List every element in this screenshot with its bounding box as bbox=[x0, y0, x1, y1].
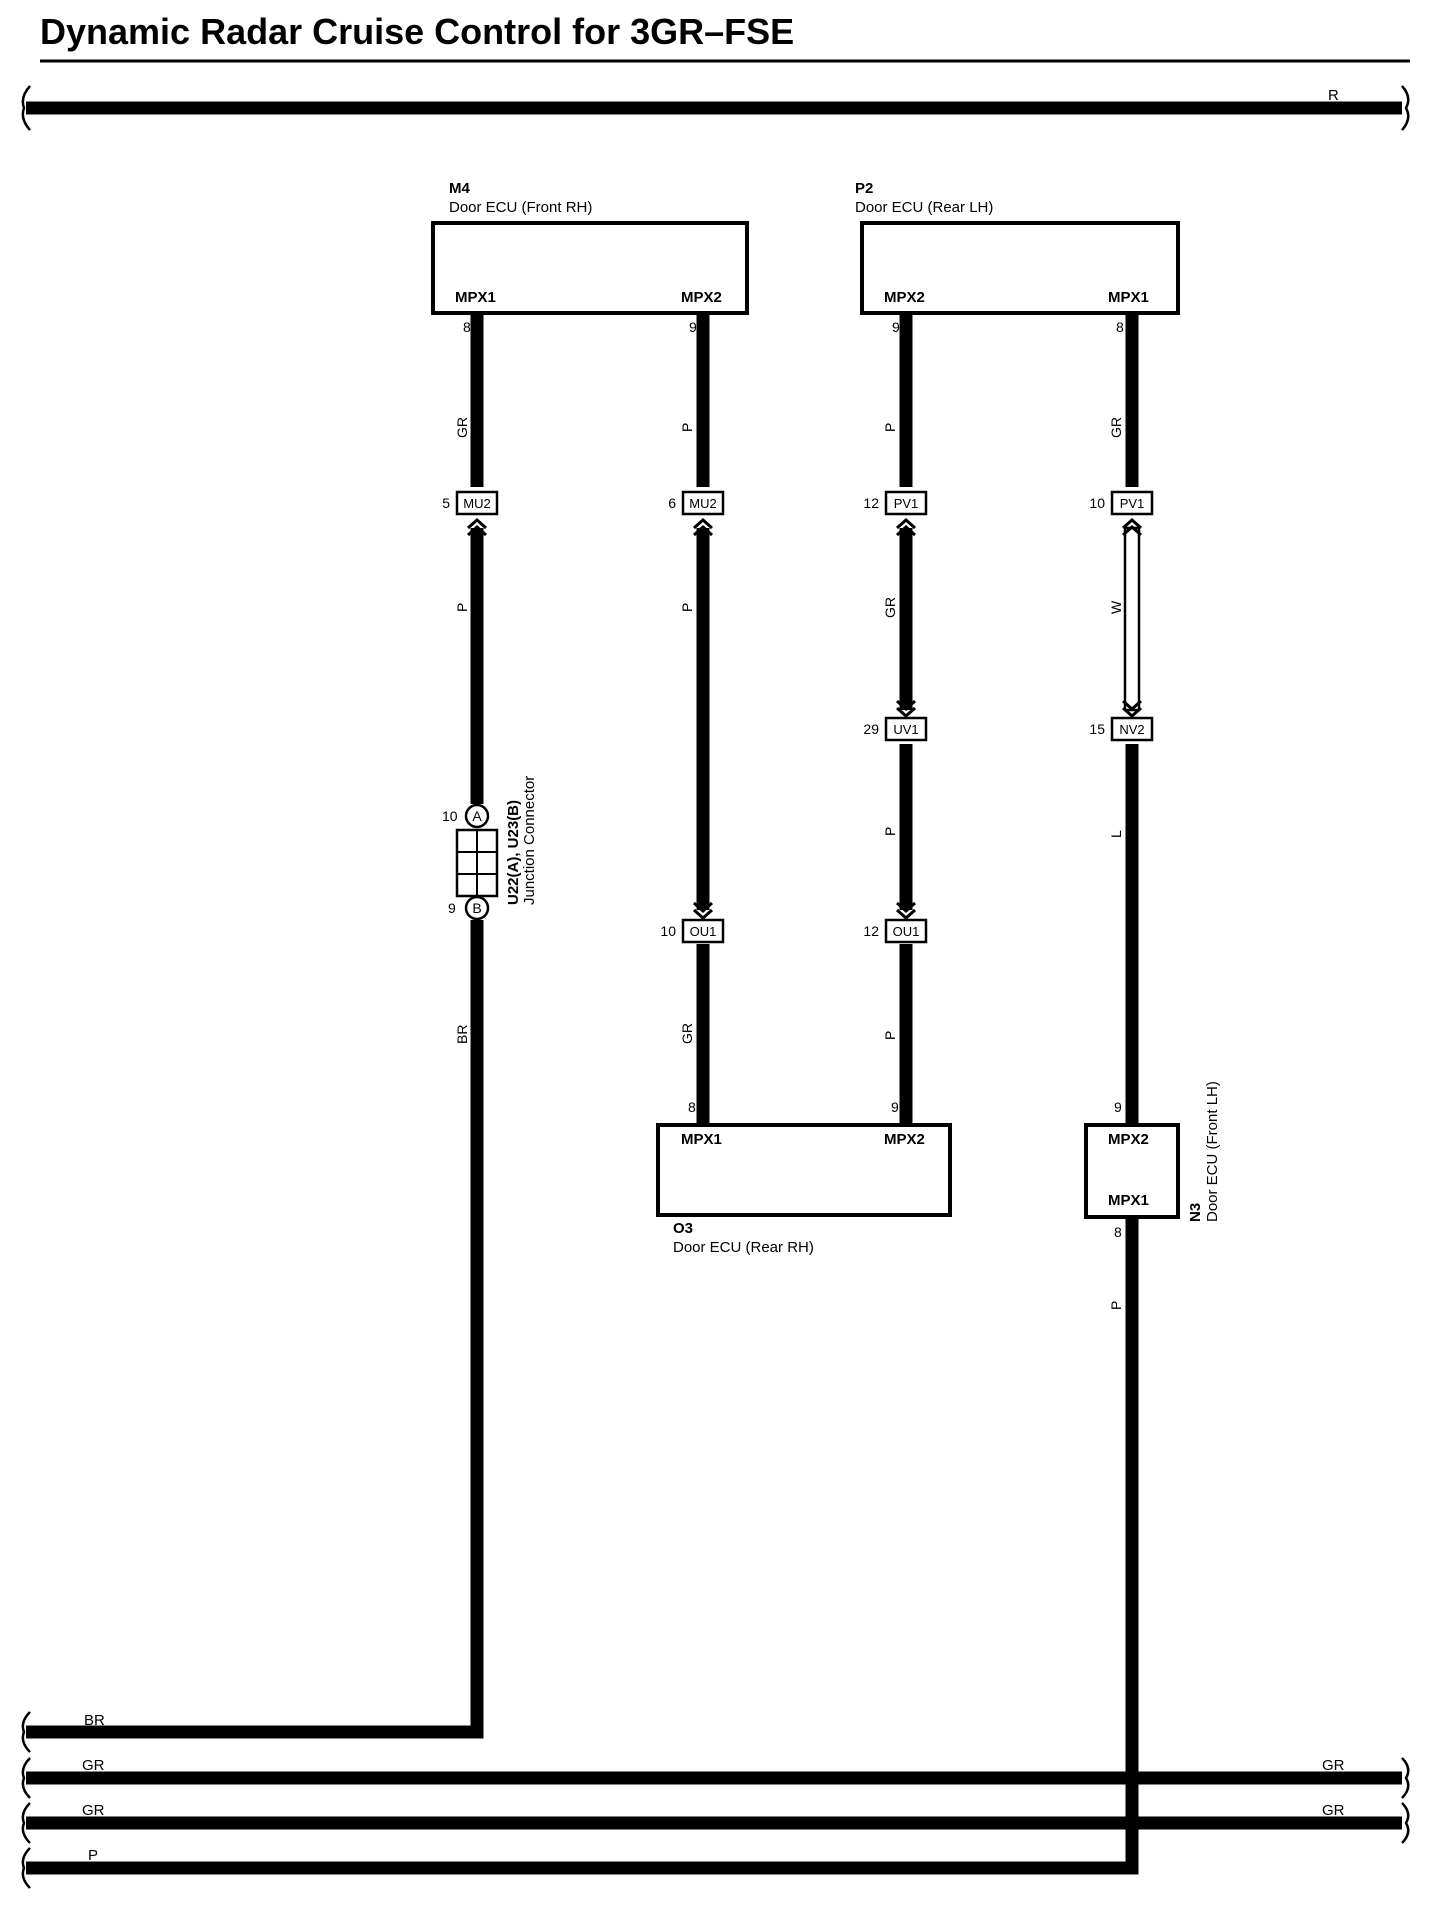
connector-ou1-b-name: OU1 bbox=[893, 924, 920, 939]
connector-pv1-b-pin: 10 bbox=[1089, 495, 1105, 511]
o3-pin-8: 8 bbox=[688, 1099, 696, 1115]
connector-mu2-a-name: MU2 bbox=[463, 496, 490, 511]
connector-pv1-a: PV1 12 bbox=[863, 490, 928, 537]
junction-pin-b-label: B bbox=[472, 900, 481, 916]
m4-pin-9: 9 bbox=[689, 319, 697, 335]
bus-gr-2: GR GR bbox=[26, 1802, 1402, 1830]
junction-connector: A 10 B 9 U22(A), U23(B) Junction Connect… bbox=[442, 776, 538, 921]
connector-pv1-b: PV1 10 bbox=[1089, 490, 1154, 537]
connector-mu2-a-pin: 5 bbox=[442, 495, 450, 511]
m4-pin-mpx1: MPX1 bbox=[455, 289, 496, 306]
wire-color-labels: GR P BR P P GR P GR P P GR W L P bbox=[454, 417, 1124, 1310]
junction-pin-b-num: 9 bbox=[448, 900, 456, 916]
n3-name: Door ECU (Front LH) bbox=[1204, 1081, 1221, 1222]
wire-color-c4: P bbox=[882, 1031, 898, 1040]
connector-nv2: NV2 15 bbox=[1089, 699, 1154, 742]
m4-name: Door ECU (Front RH) bbox=[449, 199, 592, 216]
p2-pin-mpx1: MPX1 bbox=[1108, 289, 1149, 306]
o3-pin-9: 9 bbox=[891, 1099, 899, 1115]
wire-color-b1: P bbox=[679, 423, 695, 432]
connector-ou1-b: OU1 12 bbox=[863, 901, 928, 944]
p2-name: Door ECU (Rear LH) bbox=[855, 199, 993, 216]
o3-pin-mpx1: MPX1 bbox=[681, 1131, 722, 1148]
bus-right-braces bbox=[1401, 1757, 1410, 1844]
p2-pin-mpx2: MPX2 bbox=[884, 289, 925, 306]
n3-code: N3 bbox=[1187, 1203, 1204, 1222]
m4-code: M4 bbox=[449, 180, 470, 197]
connector-ou1-a: OU1 10 bbox=[660, 901, 725, 944]
connector-mu2-b-name: MU2 bbox=[689, 496, 716, 511]
junction-pin-b bbox=[464, 895, 490, 921]
connector-uv1-pin: 29 bbox=[863, 721, 879, 737]
connector-pv1-a-name: PV1 bbox=[894, 496, 919, 511]
o3-name: Door ECU (Rear RH) bbox=[673, 1239, 814, 1256]
m4-pin-8: 8 bbox=[463, 319, 471, 335]
connector-uv1: UV1 29 bbox=[863, 699, 928, 742]
junction-code: U22(A), U23(B) bbox=[505, 800, 522, 905]
bus-r: R bbox=[21, 85, 1410, 131]
bus-gr-2-right-label: GR bbox=[1322, 1802, 1345, 1819]
connector-ou1-b-pin: 12 bbox=[863, 923, 879, 939]
wire-color-a2: P bbox=[454, 603, 470, 612]
wire-color-b3: GR bbox=[679, 1023, 695, 1044]
wire-column-a bbox=[26, 314, 484, 1739]
bus-left-braces bbox=[21, 1711, 31, 1889]
wire-color-d3: L bbox=[1108, 830, 1124, 838]
connector-mu2-b-pin: 6 bbox=[668, 495, 676, 511]
m4-box bbox=[431, 221, 749, 315]
junction-pin-a bbox=[464, 803, 490, 829]
n3-pin-9: 9 bbox=[1114, 1099, 1122, 1115]
bus-gr-1-left-label: GR bbox=[82, 1757, 105, 1774]
bus-br-label: BR bbox=[84, 1712, 105, 1729]
wire-color-c2: GR bbox=[882, 597, 898, 618]
connector-ou1-a-name: OU1 bbox=[690, 924, 717, 939]
bus-gr-1-right-label: GR bbox=[1322, 1757, 1345, 1774]
wire-color-a3: BR bbox=[454, 1025, 470, 1044]
bus-gr-1: GR GR bbox=[26, 1757, 1402, 1785]
wire-color-a1: GR bbox=[454, 417, 470, 438]
wire-color-c1: P bbox=[882, 423, 898, 432]
p2-box bbox=[860, 221, 1180, 315]
n3-pin-mpx2: MPX2 bbox=[1108, 1131, 1149, 1148]
component-m4: M4 Door ECU (Front RH) MPX1 MPX2 8 9 bbox=[431, 180, 749, 335]
connector-nv2-name: NV2 bbox=[1119, 722, 1144, 737]
connector-pv1-a-pin: 12 bbox=[863, 495, 879, 511]
wire-column-d bbox=[26, 314, 1141, 1875]
m4-pin-mpx2: MPX2 bbox=[681, 289, 722, 306]
n3-box bbox=[1084, 1123, 1180, 1219]
p2-code: P2 bbox=[855, 180, 873, 197]
bus-gr-2-left-label: GR bbox=[82, 1802, 105, 1819]
bus-r-label: R bbox=[1328, 87, 1339, 104]
diagram-title: Dynamic Radar Cruise Control for 3GR–FSE bbox=[40, 11, 794, 52]
component-n3: 9 MPX2 MPX1 8 N3 Door ECU (Front LH) bbox=[1084, 1081, 1221, 1240]
junction-pin-a-num: 10 bbox=[442, 808, 458, 824]
wire-color-c3: P bbox=[882, 827, 898, 836]
component-p2: P2 Door ECU (Rear LH) MPX2 MPX1 9 8 bbox=[855, 180, 1180, 335]
wire-color-d2: W bbox=[1108, 600, 1124, 614]
wire-color-d1: GR bbox=[1108, 417, 1124, 438]
p2-pin-8: 8 bbox=[1116, 319, 1124, 335]
n3-pin-mpx1: MPX1 bbox=[1108, 1192, 1149, 1209]
junction-name: Junction Connector bbox=[521, 776, 538, 905]
connector-mu2-b: MU2 6 bbox=[668, 490, 725, 537]
connector-pv1-b-name: PV1 bbox=[1120, 496, 1145, 511]
wire-color-d4: P bbox=[1108, 1301, 1124, 1310]
wire-color-b2: P bbox=[679, 603, 695, 612]
n3-pin-8: 8 bbox=[1114, 1224, 1122, 1240]
component-o3: 8 9 MPX1 MPX2 O3 Door ECU (Rear RH) bbox=[656, 1099, 952, 1256]
bus-p-label: P bbox=[88, 1847, 98, 1864]
connector-uv1-name: UV1 bbox=[893, 722, 918, 737]
junction-pin-a-label: A bbox=[472, 808, 482, 824]
connector-mu2-a: MU2 5 bbox=[442, 490, 499, 537]
connector-ou1-a-pin: 10 bbox=[660, 923, 676, 939]
o3-code: O3 bbox=[673, 1220, 693, 1237]
o3-box bbox=[656, 1123, 952, 1217]
white-wire bbox=[1123, 526, 1141, 712]
p2-pin-9: 9 bbox=[892, 319, 900, 335]
o3-pin-mpx2: MPX2 bbox=[884, 1131, 925, 1148]
connector-nv2-pin: 15 bbox=[1089, 721, 1105, 737]
